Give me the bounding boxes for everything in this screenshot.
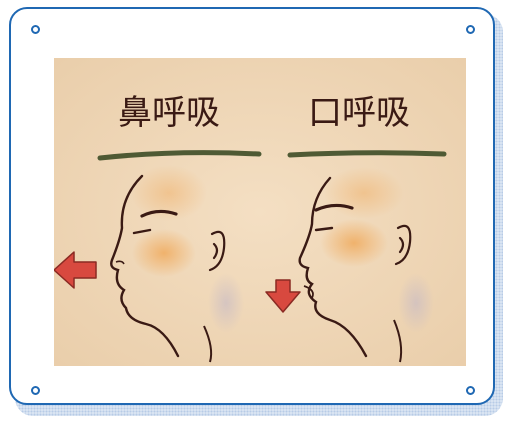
eyebrow-right [314, 203, 354, 212]
arrow-left-icon [54, 251, 97, 289]
label-mouth-breathing: 口呼吸 [308, 93, 410, 133]
jaw-line-right [393, 319, 403, 363]
corner-rivet-icon [466, 386, 475, 395]
nostril-left [115, 260, 125, 265]
profile-line-left [110, 174, 180, 358]
neck-shade-left [208, 273, 244, 333]
corner-rivet-icon [31, 386, 40, 395]
label-nasal-breathing: 鼻呼吸 [118, 93, 220, 133]
jaw-line-left [203, 325, 213, 363]
ear-right [394, 224, 412, 266]
face-right [298, 167, 434, 363]
forehead-shade-left [131, 165, 207, 221]
cheek-blush-right [320, 219, 388, 267]
eyebrow-left [140, 209, 178, 218]
cheek-blush-left [132, 229, 196, 277]
breathing-illustration: 鼻呼吸 口呼吸 [54, 58, 466, 366]
neck-shade-right [398, 273, 434, 333]
ear-left [208, 230, 226, 272]
forehead-shade-right [324, 167, 404, 219]
arrow-down-icon [265, 279, 301, 313]
corner-rivet-icon [466, 25, 475, 34]
underline-right [287, 150, 447, 158]
eye-left [132, 228, 152, 235]
eye-right [314, 226, 334, 232]
open-mouth-right [303, 285, 314, 299]
profile-line-right [298, 176, 368, 358]
corner-rivet-icon [31, 25, 40, 34]
underline-left [97, 150, 262, 161]
breathing-illustration-svg: 鼻呼吸 口呼吸 [54, 58, 466, 366]
face-left [110, 165, 244, 363]
